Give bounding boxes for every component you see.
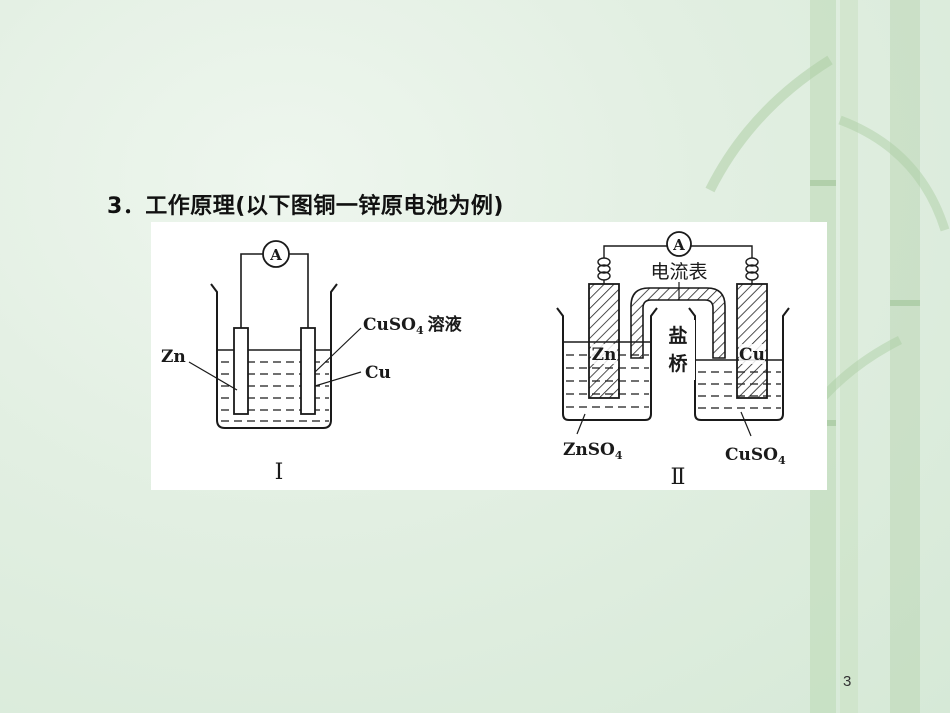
diagram-2-label: Ⅱ xyxy=(671,465,686,490)
diagram-1-label: Ⅰ xyxy=(275,460,284,485)
ammeter-icon-2 xyxy=(666,231,692,257)
cu-label-2: Cu xyxy=(739,345,765,365)
salt-bridge xyxy=(630,287,726,359)
ammeter-caption: 电流表 xyxy=(650,261,707,283)
ammeter-icon xyxy=(262,240,290,268)
page-number: 3 xyxy=(843,673,852,690)
zn-electrode xyxy=(233,327,249,415)
ammeter-label: A xyxy=(269,246,282,264)
salt-bridge-label-2: 桥 xyxy=(668,352,688,375)
zn-label: Zn xyxy=(161,347,186,367)
zn-electrode-2 xyxy=(588,283,620,399)
cell-diagram-2: A 电流表 盐 桥 Zn Cu ZnSO4 CuSO4 Ⅱ xyxy=(556,231,790,490)
cuso4-label: CuSO4 xyxy=(725,445,786,467)
ammeter-label-2: A xyxy=(672,236,685,254)
section-heading: 3．工作原理(以下图铜一锌原电池为例) xyxy=(107,194,504,219)
znso4-label: ZnSO4 xyxy=(563,440,623,462)
cu-electrode-2 xyxy=(736,283,768,399)
cu-label: Cu xyxy=(365,363,391,383)
bamboo-decoration xyxy=(705,0,950,713)
zn-label-2: Zn xyxy=(592,345,617,365)
cu-electrode xyxy=(300,327,316,415)
salt-bridge-label-1: 盐 xyxy=(668,324,687,347)
